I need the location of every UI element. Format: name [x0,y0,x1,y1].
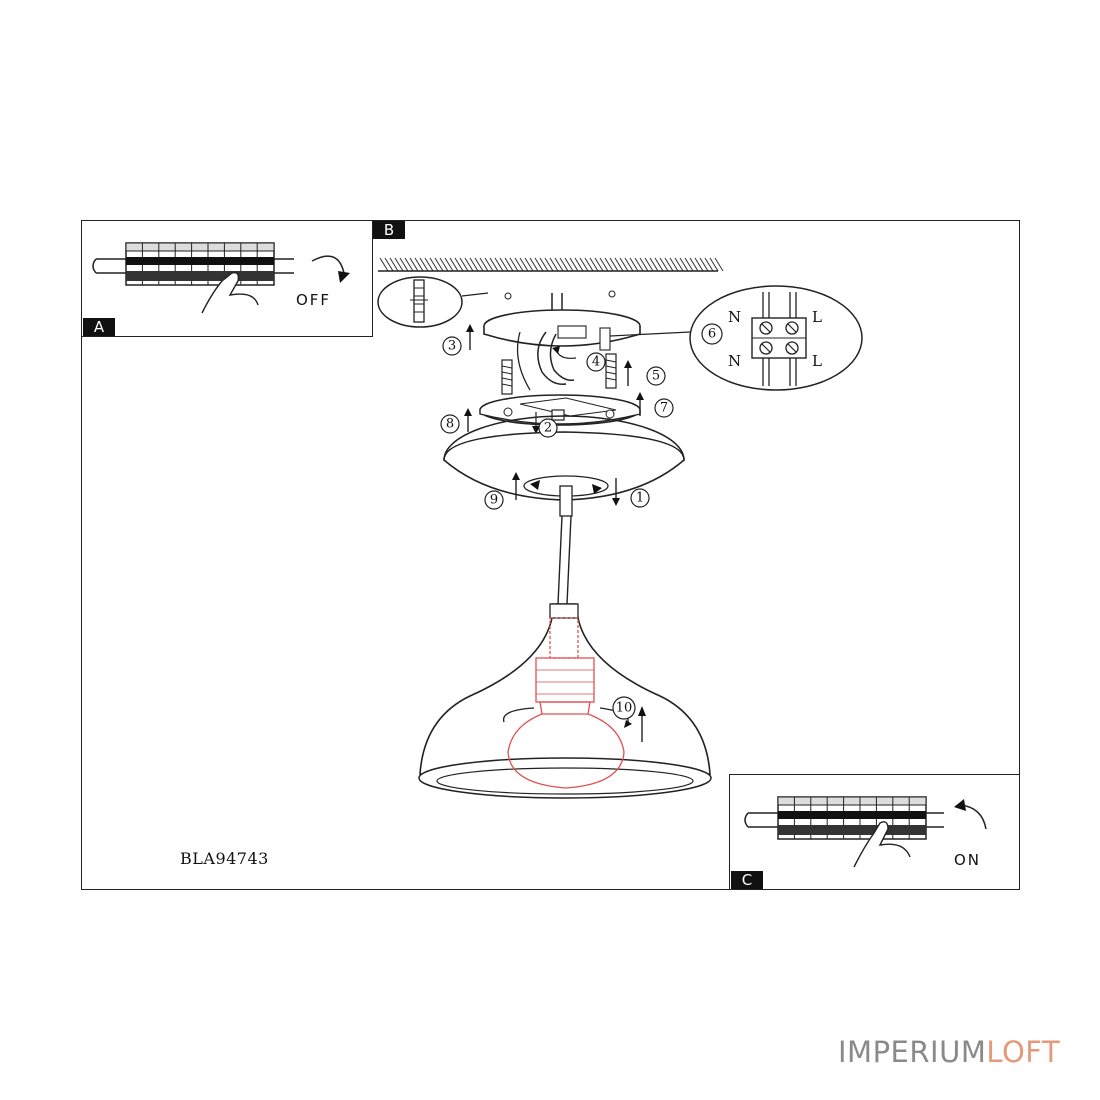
brand-part-2: LOFT [986,1035,1061,1069]
brand-part-1: IMPERIUM [838,1035,987,1069]
svg-text:10: 10 [616,701,633,716]
panel-c-breaker-on: ON [729,774,1020,890]
wire-label-l-bottom: L [812,352,822,370]
step-9: 9 [484,490,504,510]
step-7: 7 [654,398,674,418]
wire-label-n-top: N [728,308,741,326]
svg-text:6: 6 [708,327,716,342]
svg-text:5: 5 [652,369,660,384]
pendant-cord [557,485,573,605]
svg-text:9: 9 [490,493,498,508]
svg-text:7: 7 [660,401,668,416]
panel-a-breaker-off: OFF [81,220,373,337]
wire-label-n-bottom: N [728,352,741,370]
breaker-off-illustration [92,242,350,314]
wiring-callout: N L N L [689,285,863,391]
screw-right [605,353,617,389]
model-code: BLA94743 [180,849,269,868]
step-8: 8 [440,414,460,434]
svg-text:1: 1 [636,491,644,506]
step-4: 4 [586,352,606,372]
wall-plug-callout [377,276,489,328]
step-2: 2 [538,418,558,438]
panel-b-badge: B [373,221,405,239]
light-bulb [507,617,625,789]
screw-left [501,359,513,395]
brand-watermark: IMPERIUMLOFT [838,1035,1060,1069]
off-label: OFF [296,291,331,309]
glass-shade [418,603,712,799]
breaker-on-illustration [744,796,987,868]
on-label: ON [954,851,981,869]
svg-text:4: 4 [592,355,600,370]
step-3: 3 [442,336,462,356]
svg-text:8: 8 [446,417,454,432]
step-5: 5 [646,366,666,386]
bracket-plate [479,394,641,434]
mounting-plate [483,293,691,391]
panel-a-badge: A [83,318,115,336]
step-10: 10 [612,696,636,720]
wire-label-l-top: L [812,308,822,326]
step-markers: 1 2 3 4 5 6 7 8 9 10 [440,323,723,720]
ceiling-hatch [379,257,724,272]
svg-text:3: 3 [448,339,456,354]
svg-text:2: 2 [544,421,552,436]
instruction-frame [81,220,1020,890]
panel-c-badge: C [731,871,763,889]
step-6: 6 [701,323,723,345]
step-1: 1 [630,488,650,508]
